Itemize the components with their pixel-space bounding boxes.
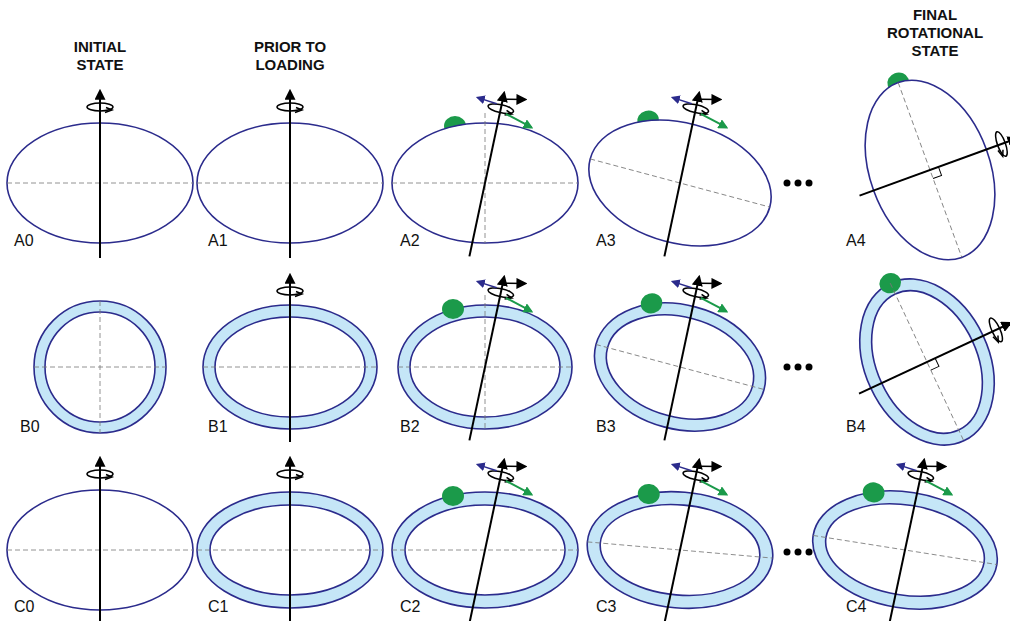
column-heading: INITIAL STATE bbox=[54, 38, 146, 74]
panel-label: B0 bbox=[20, 418, 40, 436]
panel-label: A1 bbox=[208, 232, 228, 250]
panel-label: B1 bbox=[208, 418, 228, 436]
panel-b1 bbox=[203, 275, 377, 442]
panel-c0 bbox=[7, 458, 193, 621]
drawing-use bbox=[277, 458, 303, 621]
drawing-use bbox=[640, 272, 732, 448]
drawing-g bbox=[445, 88, 537, 264]
drawing-use bbox=[855, 126, 1010, 208]
column-heading: PRIOR TO LOADING bbox=[234, 38, 346, 74]
drawing-ellipse bbox=[442, 299, 464, 319]
drawing-g bbox=[445, 455, 537, 621]
panel-a3 bbox=[570, 68, 794, 280]
drawing-circle bbox=[806, 180, 813, 187]
drawing-g bbox=[640, 272, 732, 448]
drawing-circle bbox=[795, 549, 802, 556]
panel-a0 bbox=[7, 91, 193, 258]
panel-c1 bbox=[197, 458, 383, 621]
drawing-use bbox=[842, 62, 1010, 278]
drawing-circle bbox=[784, 549, 791, 556]
drawing-use bbox=[445, 455, 537, 621]
panel-a2 bbox=[392, 88, 578, 264]
panel-label: C1 bbox=[208, 598, 228, 616]
drawing-line bbox=[100, 301, 101, 433]
panel-label: A3 bbox=[596, 232, 616, 250]
panel-b3 bbox=[576, 254, 788, 463]
drawing-ellipse bbox=[861, 481, 886, 504]
panel-a1 bbox=[197, 91, 383, 258]
drawing-circle bbox=[806, 364, 813, 371]
drawing-use bbox=[640, 88, 732, 264]
drawing-g bbox=[640, 455, 732, 621]
panel-c4 bbox=[801, 443, 1010, 621]
drawing-use bbox=[865, 455, 957, 621]
panel-label: B4 bbox=[846, 418, 866, 436]
drawing-circle bbox=[806, 549, 813, 556]
drawing-g bbox=[865, 455, 957, 621]
panel-label: A2 bbox=[400, 232, 420, 250]
panel-c3 bbox=[581, 448, 781, 621]
panel-label: A0 bbox=[14, 232, 34, 250]
panel-b2 bbox=[398, 272, 572, 448]
panel-label: C3 bbox=[596, 598, 616, 616]
drawing-g bbox=[640, 88, 732, 264]
drawing-g bbox=[445, 272, 537, 448]
column-heading: FINAL ROTATIONAL STATE bbox=[879, 6, 991, 60]
drawing-use bbox=[445, 272, 537, 448]
panel-label: B3 bbox=[596, 418, 616, 436]
drawing-ellipse bbox=[638, 291, 664, 316]
drawing-ellipse bbox=[637, 483, 661, 505]
drawing-use bbox=[87, 91, 113, 258]
drawing-use bbox=[640, 455, 732, 621]
panel-label: B2 bbox=[400, 418, 420, 436]
panel-label: C2 bbox=[400, 598, 420, 616]
drawing-ellipse bbox=[442, 486, 464, 506]
panel-label: C0 bbox=[14, 598, 34, 616]
panel-a4 bbox=[824, 42, 1010, 283]
drawing-use bbox=[87, 458, 113, 621]
panel-label: C4 bbox=[846, 598, 866, 616]
panel-b4 bbox=[818, 235, 1010, 472]
drawing-use bbox=[277, 275, 303, 442]
drawing-use bbox=[277, 91, 303, 258]
drawing-circle bbox=[784, 180, 791, 187]
drawing-circle bbox=[34, 301, 166, 433]
panel-b0 bbox=[34, 301, 166, 433]
drawing-use bbox=[854, 311, 1010, 405]
drawing-ellipse bbox=[834, 257, 1010, 467]
drawing-circle bbox=[795, 364, 802, 371]
drawing-circle bbox=[795, 180, 802, 187]
drawing-circle bbox=[784, 364, 791, 371]
panel-c2 bbox=[392, 455, 578, 621]
continuation-dots bbox=[784, 180, 813, 556]
drawing-use bbox=[445, 88, 537, 264]
panel-label: A4 bbox=[846, 232, 866, 250]
